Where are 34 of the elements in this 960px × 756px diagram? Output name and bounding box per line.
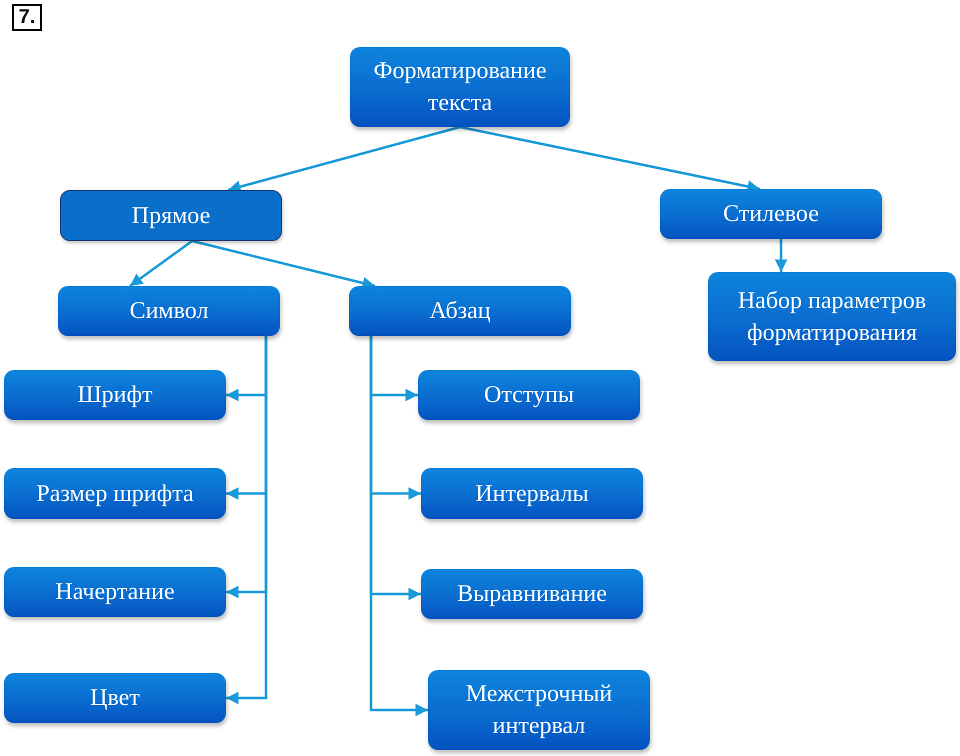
node-label: Цвет (90, 684, 140, 713)
arrow (129, 240, 193, 288)
node-label: Интервалы (475, 480, 589, 508)
process-box (708, 272, 956, 361)
arrow (774, 239, 788, 272)
node-label: Межстрочный интервал (464, 680, 614, 741)
process-box (58, 286, 280, 336)
node-label: Форматирование текста (372, 57, 548, 118)
process-box (4, 673, 226, 723)
process-box (421, 569, 643, 619)
node-label: Шрифт (77, 381, 153, 410)
node-label: Отступы (484, 381, 574, 410)
process-box (428, 670, 650, 750)
process-box (421, 468, 643, 519)
arrow (370, 336, 428, 716)
process-box (350, 47, 570, 127)
task-number: 7. (12, 4, 42, 31)
arrow (228, 126, 460, 193)
process-box (660, 189, 882, 239)
process-box (418, 370, 640, 420)
node-label: Абзац (429, 297, 491, 326)
node-label: Выравнивание (457, 580, 607, 609)
process-box (4, 370, 226, 420)
node-label: Начертание (55, 578, 175, 607)
node-label: Прямое (132, 202, 210, 230)
arrow (226, 336, 268, 704)
process-box (4, 468, 226, 519)
node-label: Набор параметров форматирования (736, 286, 928, 348)
node-label: Символ (130, 297, 208, 326)
process-box (4, 567, 226, 617)
node-label: Размер шрифта (36, 480, 194, 508)
node-label: Стилевое (723, 200, 819, 229)
process-box (349, 286, 571, 336)
process-box (60, 190, 282, 241)
